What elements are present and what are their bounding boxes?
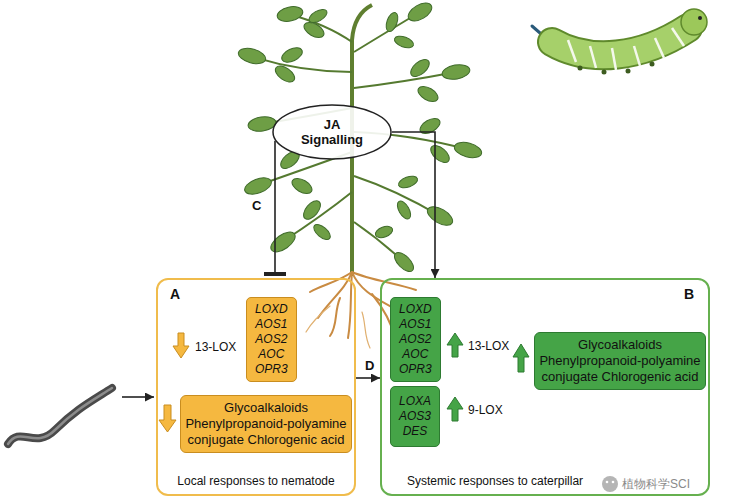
edge-letter: C <box>250 198 263 213</box>
gene-box: LOXD AOS1 AOS2 AOC OPR3 <box>246 297 297 382</box>
enzyme-label: 13-LOX <box>468 339 509 353</box>
signal-ellipse: JA Signalling <box>272 104 392 160</box>
leaflet <box>428 142 453 165</box>
metabolite-box: Glycoalkaloids Phenylpropanoid-polyamine… <box>180 395 352 453</box>
metabolite-list: Glycoalkaloids Phenylpropanoid-polyamine… <box>539 337 701 385</box>
nematode-body <box>8 388 112 444</box>
watermark-icon <box>606 481 609 484</box>
leg <box>602 70 607 75</box>
enzyme-label: 9-LOX <box>468 403 503 417</box>
leaflet <box>397 174 419 190</box>
watermark: 植物科学SCI <box>622 477 690 491</box>
local-response-panel: A Local responses to nematode LOXD AOS1 AO… <box>156 278 356 496</box>
root <box>306 306 330 332</box>
increase-arrow <box>447 333 463 357</box>
root <box>352 272 416 290</box>
metabolite-box: Glycoalkaloids Phenylpropanoid-polyamine… <box>534 332 706 390</box>
leaflet <box>374 224 394 240</box>
caterpillar-legs <box>578 62 655 75</box>
caterpillar-eye <box>698 16 702 20</box>
leaflet <box>405 0 435 25</box>
root <box>348 272 352 338</box>
leaflet <box>395 199 414 221</box>
gene-list: LOXA AOS3 DES <box>399 394 431 439</box>
stripe <box>568 40 576 62</box>
leaflet <box>441 63 471 82</box>
leg <box>626 69 631 74</box>
stripe <box>634 46 640 66</box>
leaflet <box>384 11 400 33</box>
leaflet <box>237 46 268 67</box>
leg <box>650 62 655 67</box>
increase-arrow <box>447 397 463 421</box>
gene-list: LOXD AOS1 AOS2 AOC OPR3 <box>255 302 288 377</box>
gene-box: LOXA AOS3 DES <box>390 386 440 447</box>
leaflet <box>279 45 304 65</box>
attack-arrow <box>122 396 154 398</box>
leaflet <box>300 198 323 223</box>
leaflet <box>453 140 484 161</box>
gene-box: LOXD AOS1 AOS2 AOC OPR3 <box>390 297 441 382</box>
stripe <box>672 28 684 46</box>
leaflet <box>393 34 415 50</box>
induction-connector <box>392 132 435 278</box>
leaflet <box>391 249 416 274</box>
stripe <box>590 46 596 68</box>
panel-letter: A <box>170 286 180 302</box>
decrease-arrow <box>159 405 176 432</box>
root <box>362 312 370 348</box>
leaf-branch <box>354 72 456 88</box>
stripe <box>655 38 664 58</box>
caterpillar-stripes <box>568 28 684 70</box>
leaflet <box>424 203 455 229</box>
nematode-highlight <box>8 388 112 444</box>
root <box>310 272 352 292</box>
ellipse-outline <box>273 105 391 159</box>
leaflet <box>417 115 442 136</box>
leg <box>578 66 583 71</box>
signal-name: JA Signalling <box>301 117 363 147</box>
watermark-icon <box>602 476 618 492</box>
leaflets <box>237 0 484 275</box>
leaflet <box>289 175 314 196</box>
panel-caption: Systemic responses to caterpillar <box>407 474 583 488</box>
enzyme-label: 13-LOX <box>195 340 236 354</box>
panel-letter: B <box>684 286 694 302</box>
watermark-icon <box>612 481 615 484</box>
gene-list: LOXD AOS1 AOS2 AOC OPR3 <box>399 302 432 377</box>
inhibition-connector <box>274 141 276 274</box>
leaflet <box>268 228 299 256</box>
stripe <box>612 48 616 70</box>
root <box>330 298 340 336</box>
edge-letter: D <box>363 358 376 373</box>
caterpillar <box>532 9 707 75</box>
nematode <box>8 388 112 444</box>
leaflet <box>311 222 333 243</box>
leaflet <box>276 4 304 23</box>
panel-caption: Local responses to nematode <box>158 474 354 488</box>
leaf-branches <box>250 12 470 262</box>
leaflet <box>408 56 433 79</box>
systemic-signal-connector <box>356 377 380 379</box>
leaflet <box>242 175 273 198</box>
increase-arrow <box>513 344 529 372</box>
leaflet <box>415 83 440 104</box>
leaflet <box>307 7 329 26</box>
metabolite-list: Glycoalkaloids Phenylpropanoid-polyamine… <box>185 400 347 448</box>
caterpillar-head <box>681 9 707 35</box>
systemic-response-panel: B Systemic responses to caterpillar LOXD A… <box>380 278 710 496</box>
leaflet <box>273 63 298 85</box>
decrease-arrow <box>173 333 189 358</box>
